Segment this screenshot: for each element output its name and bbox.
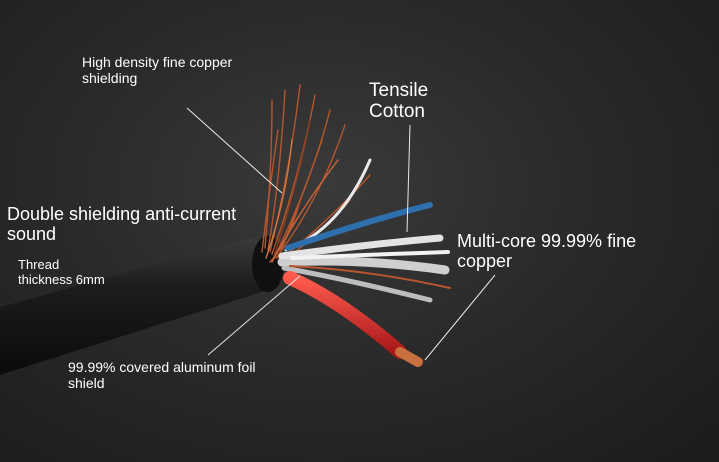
label-line: 99.99% covered aluminum foil <box>68 359 256 375</box>
label-line: Multi-core 99.99% fine <box>457 231 637 251</box>
label-thread-thickness: Thread thickness 6mm <box>18 257 105 287</box>
leader-multicore <box>424 274 496 361</box>
red-wire <box>283 271 407 359</box>
label-line: thickness 6mm <box>18 271 105 287</box>
multicore-bundle <box>277 158 451 303</box>
label-line: shield <box>68 374 105 391</box>
cable-jacket <box>0 238 283 375</box>
leader-foil <box>207 275 301 356</box>
label-line: sound <box>7 224 57 245</box>
leader-shielding <box>186 107 283 194</box>
label-line: Cotton <box>369 101 425 123</box>
label-line: High density fine copper <box>82 54 233 70</box>
leader-cotton <box>406 124 411 233</box>
label-line: Double shielding anti-current <box>7 204 237 224</box>
label-tensile-cotton: Tensile Cotton <box>369 80 428 123</box>
leader-lines <box>186 107 496 361</box>
label-line: copper <box>457 251 513 272</box>
label-line: Tensile <box>369 80 429 101</box>
label-copper-shielding: High density fine copper shielding <box>82 54 233 86</box>
label-multicore-copper: Multi-core 99.99% fine copper <box>457 231 636 271</box>
label-line: Thread <box>18 257 60 272</box>
label-aluminum-foil: 99.99% covered aluminum foil shield <box>68 359 256 391</box>
red-wire-tip <box>395 347 423 367</box>
label-line: shielding <box>82 69 138 86</box>
label-double-shielding: Double shielding anti-current sound <box>7 204 236 244</box>
